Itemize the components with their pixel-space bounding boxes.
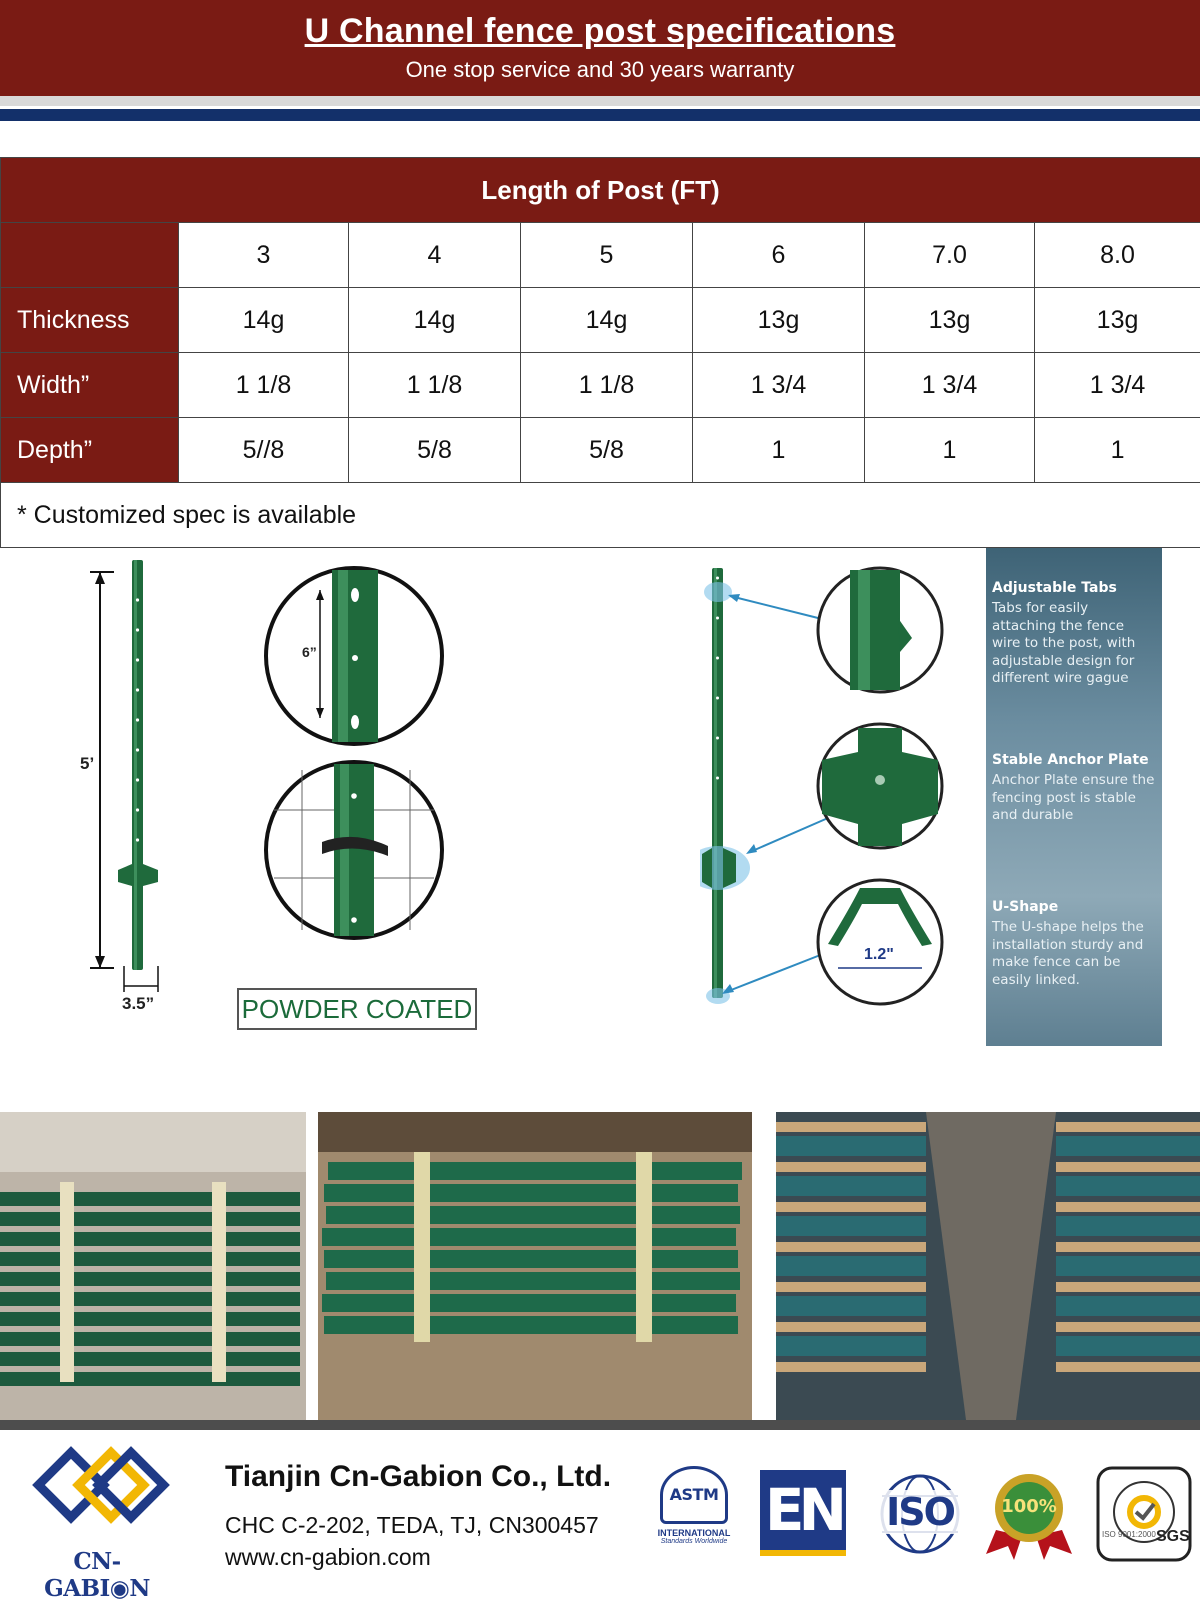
astm-logo-icon: ASTM INTERNATIONAL Standards Worldwide: [652, 1466, 736, 1562]
company-brand-wordmark: CN-GABI◉N: [44, 1548, 150, 1600]
table-cell: 14g: [178, 287, 349, 353]
table-cell: 14g: [348, 287, 521, 353]
post-dimension-diagram: 5’ 6” 3.5” POWDER COATED: [70, 560, 490, 1040]
table-cell: 5/8: [520, 417, 693, 483]
company-address: CHC C-2-202, TEDA, TJ, CN300457: [225, 1512, 599, 1538]
photo-bundles-floor: [0, 1112, 306, 1420]
iso-wordmark: ISO: [872, 1490, 968, 1534]
header-divider-grey: [0, 96, 1200, 106]
page-title: U Channel fence post specifications: [304, 12, 896, 50]
header-divider-navy: [0, 109, 1200, 121]
astm-subtitle: INTERNATIONAL: [657, 1528, 731, 1538]
post-height-label: 5’: [80, 754, 95, 773]
feature-adjustable-tabs: Adjustable Tabs Tabs for easily attachin…: [992, 580, 1156, 752]
length-header: 8.0: [1033, 222, 1200, 288]
astm-wordmark: ASTM: [660, 1466, 728, 1524]
company-logo-icon: [26, 1440, 176, 1550]
table-row: Width” 1 1/8 1 1/8 1 1/8 1 3/4 1 3/4 1 3…: [0, 352, 1200, 418]
tab-spacing-label: 6”: [302, 644, 317, 660]
feature-text: Anchor Plate ensure the fencing post is …: [992, 772, 1155, 823]
table-cell: 5//8: [178, 417, 349, 483]
table-cell: 13g: [692, 287, 865, 353]
length-header: 7.0: [864, 222, 1035, 288]
feature-text: Tabs for easily attaching the fence wire…: [992, 600, 1136, 686]
table-row: Depth” 5//8 5/8 5/8 1 1 1: [0, 417, 1200, 483]
length-header: 3: [178, 222, 349, 288]
table-cell: 1 3/4: [692, 352, 865, 418]
page-header: U Channel fence post specifications One …: [0, 0, 1200, 96]
table-cell: 1 1/8: [520, 352, 693, 418]
table-cell: 13g: [1033, 287, 1200, 353]
feature-panel: Adjustable Tabs Tabs for easily attachin…: [986, 548, 1162, 1046]
table-cell: 1 3/4: [1033, 352, 1200, 418]
footer-divider: [0, 1420, 1200, 1430]
table-caption-row: Length of Post (FT): [0, 157, 1200, 223]
table-caption: Length of Post (FT): [0, 157, 1200, 223]
ushape-width-label: 1.2": [864, 946, 894, 963]
post-dimension-drawing: [90, 560, 444, 992]
post-features-drawing: [686, 566, 944, 1006]
feature-u-shape: U-Shape The U-shape helps the installati…: [992, 899, 1156, 989]
sgs-wordmark: SGS: [1156, 1528, 1190, 1545]
row-label-thickness: Thickness: [0, 287, 179, 353]
company-footer: CN-GABI◉N Tianjin Cn-Gabion Co., Ltd. CH…: [0, 1430, 1200, 1600]
post-features-diagram: 1.2" Adjustable Tabs Tabs for easily att…: [686, 548, 1170, 1048]
table-cell: 13g: [864, 287, 1035, 353]
table-note-row: * Customized spec is available: [0, 482, 1200, 548]
quality-seal-icon: 100%: [986, 1470, 1072, 1560]
feature-title: U-Shape: [992, 899, 1059, 915]
custom-spec-note: * Customized spec is available: [0, 482, 1200, 548]
page-subtitle: One stop service and 30 years warranty: [405, 57, 795, 82]
feature-anchor-plate: Stable Anchor Plate Anchor Plate ensure …: [992, 752, 1156, 899]
product-photos: [0, 1112, 1200, 1420]
table-cell: 1 1/8: [348, 352, 521, 418]
table-cell: 1: [692, 417, 865, 483]
row-label-width: Width”: [0, 352, 179, 418]
length-header: 5: [520, 222, 693, 288]
feature-title: Stable Anchor Plate: [992, 752, 1149, 768]
table-cell: 14g: [520, 287, 693, 353]
feature-text: The U-shape helps the installation sturd…: [992, 919, 1144, 988]
powder-coated-badge: POWDER COATED: [237, 988, 477, 1030]
quality-seal-text: 100%: [1001, 1496, 1057, 1517]
sgs-logo-icon: ISO 9001:2000 SGS: [1096, 1466, 1192, 1562]
table-cell: 1: [1033, 417, 1200, 483]
row-label-depth: Depth”: [0, 417, 179, 483]
company-website-link[interactable]: www.cn-gabion.com: [225, 1544, 431, 1570]
table-cell: 1: [864, 417, 1035, 483]
table-cell: 1 1/8: [178, 352, 349, 418]
table-header-row: 3 4 5 6 7.0 8.0: [0, 222, 1200, 288]
length-header: 6: [692, 222, 865, 288]
photo-stacked-storage: [776, 1112, 1200, 1420]
table-corner-cell: [0, 222, 179, 288]
astm-tagline: Standards Worldwide: [660, 1538, 728, 1545]
table-cell: 1 3/4: [864, 352, 1035, 418]
en-logo-icon: EN: [760, 1470, 847, 1556]
iso-logo-icon: ISO: [872, 1466, 968, 1562]
feature-title: Adjustable Tabs: [992, 580, 1117, 596]
length-header: 4: [348, 222, 521, 288]
table-row: Thickness 14g 14g 14g 13g 13g 13g: [0, 287, 1200, 353]
sgs-ring-text: ISO 9001:2000: [1102, 1530, 1156, 1539]
photo-bundles-warehouse: [318, 1112, 752, 1420]
spec-table: Length of Post (FT) 3 4 5 6 7.0 8.0 Thic…: [0, 157, 1200, 548]
plate-width-label: 3.5”: [122, 994, 155, 1013]
table-cell: 5/8: [348, 417, 521, 483]
company-name: Tianjin Cn-Gabion Co., Ltd.: [225, 1460, 612, 1493]
